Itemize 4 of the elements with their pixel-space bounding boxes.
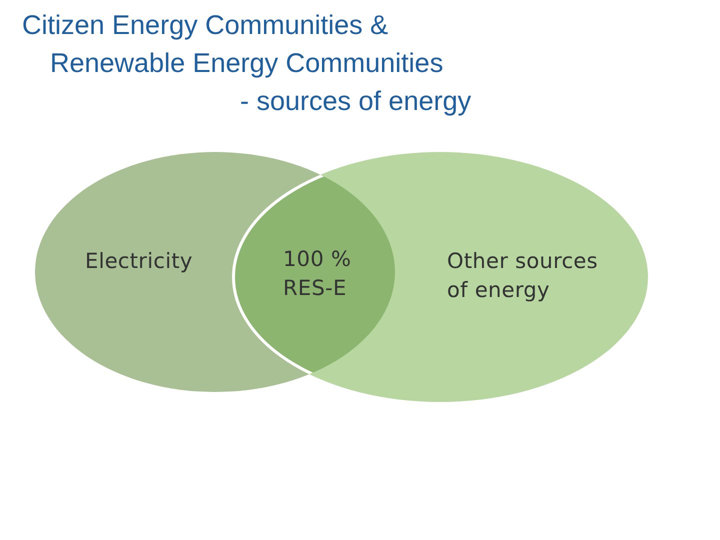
set-label: Other sources of energy bbox=[447, 247, 619, 305]
title: Citizen Energy Communities & Renewable Energy Communities - sources of energy bbox=[22, 9, 472, 118]
overlap-label: 100 % RES-E bbox=[283, 246, 352, 302]
set-label: Electricity bbox=[85, 247, 215, 276]
